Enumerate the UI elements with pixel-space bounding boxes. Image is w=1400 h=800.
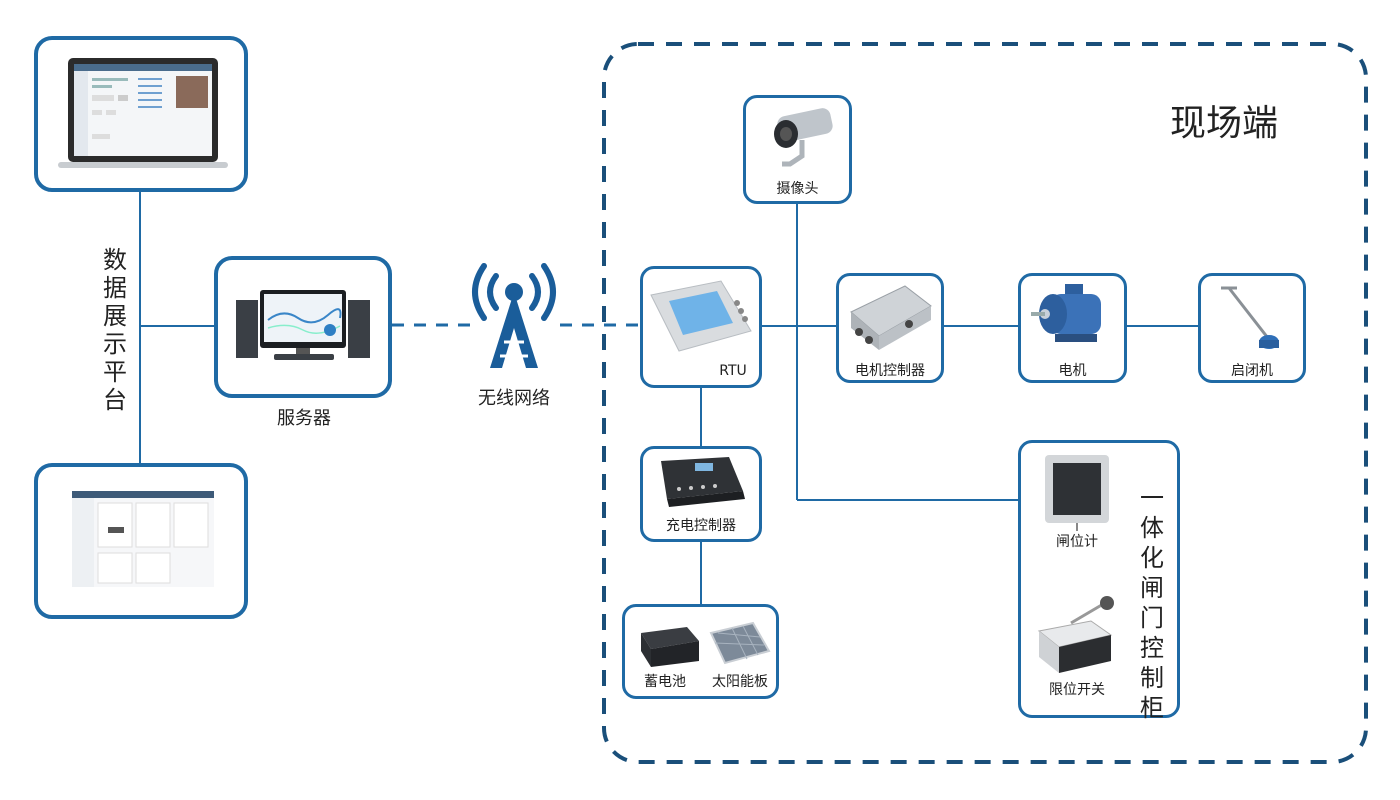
rtu-label: RTU bbox=[719, 363, 747, 379]
limit-switch-icon bbox=[1037, 596, 1114, 673]
motor-controller-icon bbox=[850, 285, 932, 350]
camera-icon bbox=[774, 108, 833, 167]
server-node bbox=[214, 256, 392, 398]
laptop-icon bbox=[58, 58, 228, 168]
motor-controller-label: 电机控制器 bbox=[855, 363, 925, 379]
rtu-device-icon bbox=[650, 280, 752, 352]
solar-panel-icon bbox=[709, 621, 771, 665]
charge-controller-node: 充电控制器 bbox=[640, 446, 762, 542]
server-label: 服务器 bbox=[277, 408, 331, 429]
camera-label: 摄像头 bbox=[776, 181, 819, 197]
gate-meter-label: 闸位计 bbox=[1056, 534, 1098, 550]
motor-node: 电机 bbox=[1018, 273, 1127, 383]
wireless-label: 无线网络 bbox=[478, 388, 550, 409]
platform-screen-top bbox=[34, 36, 248, 192]
hoist-node: 启闭机 bbox=[1198, 273, 1306, 383]
antenna-tower-icon bbox=[472, 263, 556, 368]
charge-controller-label: 充电控制器 bbox=[666, 518, 736, 534]
gate-meter-icon bbox=[1045, 455, 1109, 531]
camera-node: 摄像头 bbox=[743, 95, 852, 204]
server-icon bbox=[236, 290, 370, 360]
power-source-node: 蓄电池 太阳能板 bbox=[622, 604, 779, 699]
field-title: 现场端 bbox=[1170, 103, 1279, 144]
cabinet-title: 一体化闸门控制柜 bbox=[1140, 484, 1164, 722]
motor-icon bbox=[1031, 284, 1101, 342]
battery-icon bbox=[641, 627, 699, 667]
motor-label: 电机 bbox=[1058, 363, 1087, 379]
battery-label: 蓄电池 bbox=[644, 674, 686, 690]
charge-controller-icon bbox=[661, 457, 745, 507]
hoist-label: 启闭机 bbox=[1231, 363, 1273, 379]
solar-panel-label: 太阳能板 bbox=[712, 674, 768, 690]
rtu-node: RTU bbox=[640, 266, 762, 388]
hoist-icon bbox=[1221, 286, 1279, 349]
field-region-border bbox=[602, 42, 1368, 764]
gate-control-cabinet: 闸位计 限位开关 一体化闸门控制柜 bbox=[1018, 440, 1180, 722]
platform-screen-bottom bbox=[34, 463, 248, 619]
limit-switch-label: 限位开关 bbox=[1049, 682, 1105, 698]
platform-label: 数据展示平台 bbox=[103, 246, 127, 414]
motor-controller-node: 电机控制器 bbox=[836, 273, 944, 383]
dashboard-screenshot-icon bbox=[72, 491, 214, 587]
